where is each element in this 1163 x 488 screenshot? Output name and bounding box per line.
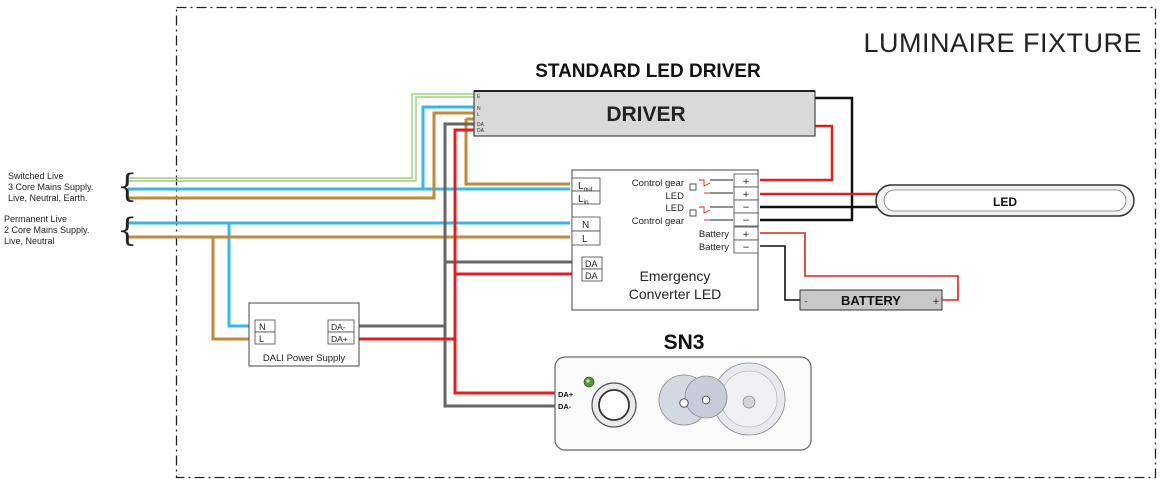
driver-neg-output bbox=[760, 96, 854, 222]
terminal-l bbox=[571, 230, 601, 246]
terminal-n-label: N bbox=[582, 220, 589, 231]
emergency-converter: Lout Lin N L DA DA Control gear LED LED … bbox=[571, 169, 759, 311]
psu-terminal-l: L bbox=[259, 334, 264, 344]
brace-3core: { bbox=[117, 167, 137, 205]
sign-1: + bbox=[742, 177, 750, 187]
terminal-da2 bbox=[581, 268, 603, 282]
sign-4: − bbox=[742, 216, 750, 226]
battery: BATTERY - + bbox=[799, 289, 943, 311]
luminaire-title: LUMINAIRE FIXTURE bbox=[863, 28, 1142, 58]
terminal-l-in bbox=[571, 190, 601, 205]
neutral-wires bbox=[128, 105, 570, 328]
supply-3core-line3: Live, Neutral, Earth. bbox=[8, 193, 88, 203]
driver-pin-da1: DA bbox=[477, 122, 485, 128]
sign-2: + bbox=[742, 190, 750, 200]
label-battery-1: Battery bbox=[699, 229, 729, 240]
sn3-label: SN3 bbox=[664, 331, 705, 354]
battery-pos-wire bbox=[760, 232, 959, 301]
driver-pin-n: N bbox=[477, 106, 481, 112]
terminal-da1-label: DA bbox=[585, 259, 598, 269]
led-module: LED bbox=[875, 184, 1135, 217]
earth-wire bbox=[128, 93, 474, 182]
sn3-button-icon bbox=[591, 382, 637, 428]
sign-6: − bbox=[742, 243, 750, 253]
driver-heading: STANDARD LED DRIVER bbox=[535, 61, 761, 82]
terminal-l-label: L bbox=[582, 234, 588, 245]
dali-power-supply: N L DA- DA+ DALI Power Supply bbox=[248, 302, 360, 367]
brace-2core: { bbox=[117, 211, 137, 249]
sn3-terminal-da-neg: DA- bbox=[558, 402, 572, 411]
supply-2core-line1: Permanent Live bbox=[4, 214, 67, 224]
sn3-photocell-icon bbox=[658, 374, 728, 426]
relay-switch-icon-lower bbox=[689, 206, 733, 221]
driver-label: DRIVER bbox=[606, 103, 685, 126]
luminaire-boundary bbox=[175, 6, 1157, 479]
driver-pin-e: E bbox=[477, 94, 481, 100]
supply-2core-line2: 2 Core Mains Supply. bbox=[4, 225, 89, 235]
label-led-2: LED bbox=[666, 203, 685, 214]
driver-pos-output bbox=[760, 124, 834, 182]
sign-5: + bbox=[742, 230, 750, 240]
label-control-gear-1: Control gear bbox=[632, 178, 684, 189]
dali-neg-wires bbox=[354, 122, 572, 408]
supply-3core-line2: 3 Core Mains Supply. bbox=[8, 182, 93, 192]
sn3-pir-lens-icon bbox=[712, 362, 786, 436]
supply-2core-line3: Live, Neutral bbox=[4, 236, 55, 246]
sn3-terminal-da-pos: DA+ bbox=[558, 390, 574, 399]
battery-plus: + bbox=[932, 297, 940, 307]
battery-minus: - bbox=[804, 297, 807, 307]
converter-title-line1: Emergency bbox=[640, 268, 711, 284]
sign-3: − bbox=[742, 203, 750, 213]
terminal-da2-label: DA bbox=[585, 271, 598, 281]
live-wires bbox=[128, 111, 570, 341]
right-terminal-block: + + − − + − bbox=[733, 173, 759, 254]
dali-pos-wires bbox=[354, 128, 572, 395]
battery-label: BATTERY bbox=[841, 293, 901, 308]
psu-label: DALI Power Supply bbox=[263, 353, 346, 364]
psu-terminal-da-pos: DA+ bbox=[331, 334, 348, 344]
battery-neg-wire bbox=[760, 245, 800, 301]
driver-pin-da2: DA bbox=[477, 128, 485, 134]
relay-switch-icon-upper bbox=[689, 179, 733, 194]
label-battery-2: Battery bbox=[699, 242, 729, 253]
supply-3core-line1: Switched Live bbox=[8, 171, 64, 181]
driver-box: DRIVER E N L DA DA bbox=[473, 90, 816, 137]
sn3-sensor: DA+ DA- bbox=[554, 356, 812, 451]
terminal-l-out-label: Lout bbox=[578, 181, 593, 193]
driver-pin-l: L bbox=[477, 112, 480, 118]
label-control-gear-2: Control gear bbox=[632, 216, 684, 227]
psu-terminal-da-neg: DA- bbox=[331, 322, 346, 332]
converter-title-line2: Converter LED bbox=[629, 286, 722, 302]
label-led-1: LED bbox=[666, 191, 685, 202]
led-label: LED bbox=[993, 195, 1017, 209]
terminal-l-in-label: Lin bbox=[578, 194, 589, 206]
psu-terminal-n: N bbox=[259, 322, 266, 332]
